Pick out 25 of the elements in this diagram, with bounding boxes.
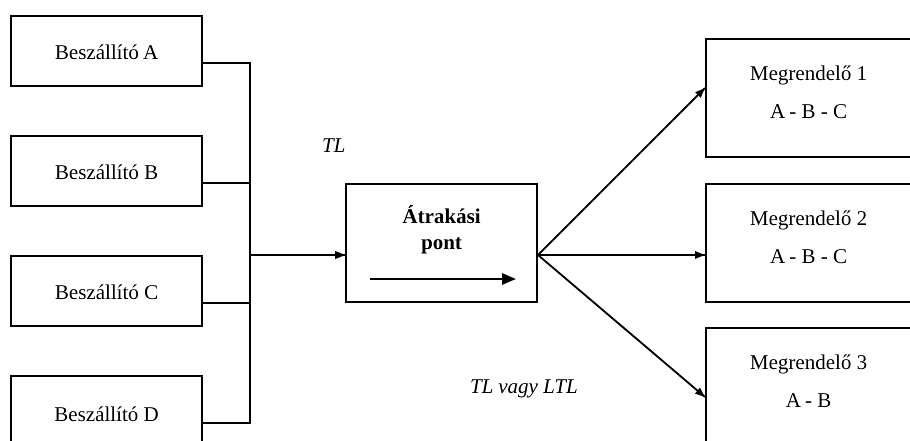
arrow — [203, 251, 345, 424]
arrow — [537, 254, 706, 398]
arrow — [537, 87, 706, 256]
arrow — [538, 251, 705, 259]
process-box — [705, 327, 910, 441]
node-text: A - B - C — [770, 243, 847, 269]
transport-label: TL — [322, 133, 346, 158]
node-title: Megrendelő 3 — [750, 349, 868, 375]
node-title: Megrendelő 2 — [750, 205, 868, 231]
process-box — [10, 15, 203, 87]
process-box — [10, 255, 203, 327]
process-box — [705, 183, 910, 303]
node-title: Beszállító D — [54, 401, 159, 427]
transport-label: TL vagy LTL — [470, 374, 578, 399]
node-title: Átrakási pont — [401, 203, 482, 255]
hub-box — [345, 183, 538, 303]
node-text: A - B — [786, 387, 832, 413]
node-title: Beszállító C — [54, 279, 158, 305]
node-title: Beszállító B — [54, 159, 158, 185]
process-box — [10, 375, 203, 441]
node-text: A - B - C — [770, 98, 847, 124]
node-title: Megrendelő 1 — [750, 60, 868, 86]
process-box — [705, 38, 910, 158]
process-box — [10, 135, 203, 207]
node-title: Beszállító A — [54, 39, 158, 65]
